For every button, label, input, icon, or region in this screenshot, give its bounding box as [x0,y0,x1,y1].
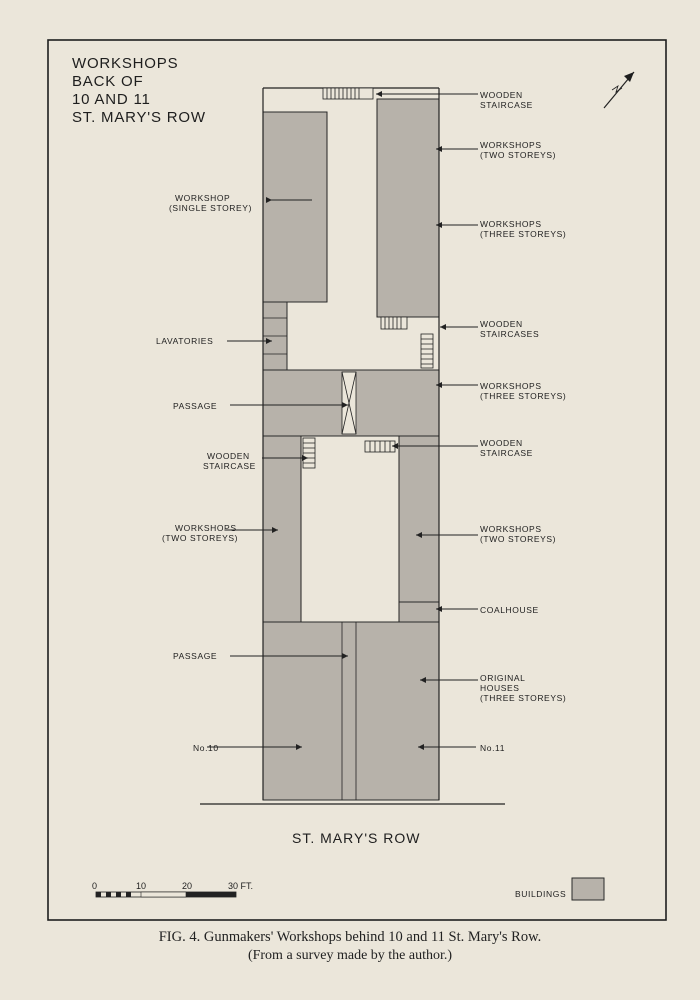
wooden-staircase-left-lower [302,437,316,469]
label-workshop-single-storey-sub: (SINGLE STOREY) [169,203,252,213]
scale-tick-20: 20 [182,881,192,891]
label-workshops-two-storeys-right: WORKSHOPS [480,524,542,534]
label-workshop-single-storey: WORKSHOP [175,193,230,203]
north-arrow-icon [603,71,635,109]
frame-border [47,39,667,921]
label-wooden-staircase-left: WOODEN [207,451,250,461]
label-workshops-two-storeys-left: WORKSHOPS [175,523,237,533]
legend-swatch-buildings [571,877,605,901]
wooden-staircases-middle [380,316,434,369]
label-wooden-staircases-sub: STAIRCASES [480,329,539,339]
scale-bar: 0 10 20 30 FT. [92,881,253,898]
label-workshops-three-storeys-upper: WORKSHOPS [480,219,542,229]
figure-caption-source: (From a survey made by the author.) [247,948,453,963]
workshop-single-storey [262,111,328,303]
label-workshops-three-storeys-middle: WORKSHOPS [480,381,542,391]
label-workshops-two-storeys-top-sub: (TWO STOREYS) [480,150,556,160]
title-line-4: ST. MARY'S ROW [72,109,206,126]
label-original-houses: ORIGINAL [480,673,525,683]
buildings-group [262,98,440,801]
label-workshops-three-storeys-upper-sub: (THREE STOREYS) [480,229,566,239]
label-coalhouse: COALHOUSE [480,605,539,615]
legend: BUILDINGS [515,877,605,901]
title-line-1: WORKSHOPS [72,55,178,72]
label-wooden-staircase-right-sub: STAIRCASE [480,448,533,458]
label-wooden-staircase-left-sub: STAIRCASE [203,461,256,471]
coalhouse-block [398,601,440,623]
original-houses [262,621,440,801]
label-passage-upper: PASSAGE [173,401,217,411]
street-name: ST. MARY'S ROW [292,830,420,846]
label-workshops-two-storeys-right-sub: (TWO STOREYS) [480,534,556,544]
label-no11: No.11 [480,743,505,753]
label-lavatories: LAVATORIES [156,336,213,346]
label-wooden-staircases: WOODEN [480,319,523,329]
label-workshops-two-storeys-top: WORKSHOPS [480,140,542,150]
scale-tick-10: 10 [136,881,146,891]
label-passage-lower: PASSAGE [173,651,217,661]
label-wooden-staircase-top-2: STAIRCASE [480,100,533,110]
figure-caption: FIG. 4. Gunmakers' Workshops behind 10 a… [158,929,542,945]
workshops-two-storeys-right [398,435,440,603]
workshops-two-storeys-left [262,435,302,623]
label-wooden-staircase-top: WOODEN [480,90,523,100]
upper-passage-cross [341,371,357,435]
scale-tick-0: 0 [92,881,97,891]
label-no10: No.10 [193,743,219,753]
wooden-staircase-right-lower [364,440,396,453]
label-original-houses-2: HOUSES [480,683,520,693]
label-original-houses-3: (THREE STOREYS) [480,693,566,703]
scale-tick-30: 30 FT. [228,881,253,891]
title-line-2: BACK OF [72,73,143,90]
diagram-title: WORKSHOPS BACK OF 10 AND 11 ST. MARY'S R… [72,55,206,126]
labels-group: WOODEN STAIRCASE WORKSHOPS (TWO STOREYS)… [156,90,566,753]
label-wooden-staircase-right: WOODEN [480,438,523,448]
lavatory-cubicles [263,317,287,355]
legend-label-buildings: BUILDINGS [515,889,566,899]
title-line-3: 10 AND 11 [72,91,151,108]
workshops-right-upper [376,98,440,318]
label-workshops-two-storeys-left-sub: (TWO STOREYS) [162,533,238,543]
label-workshops-three-storeys-middle-sub: (THREE STOREYS) [480,391,566,401]
wooden-staircase-top [322,87,374,100]
